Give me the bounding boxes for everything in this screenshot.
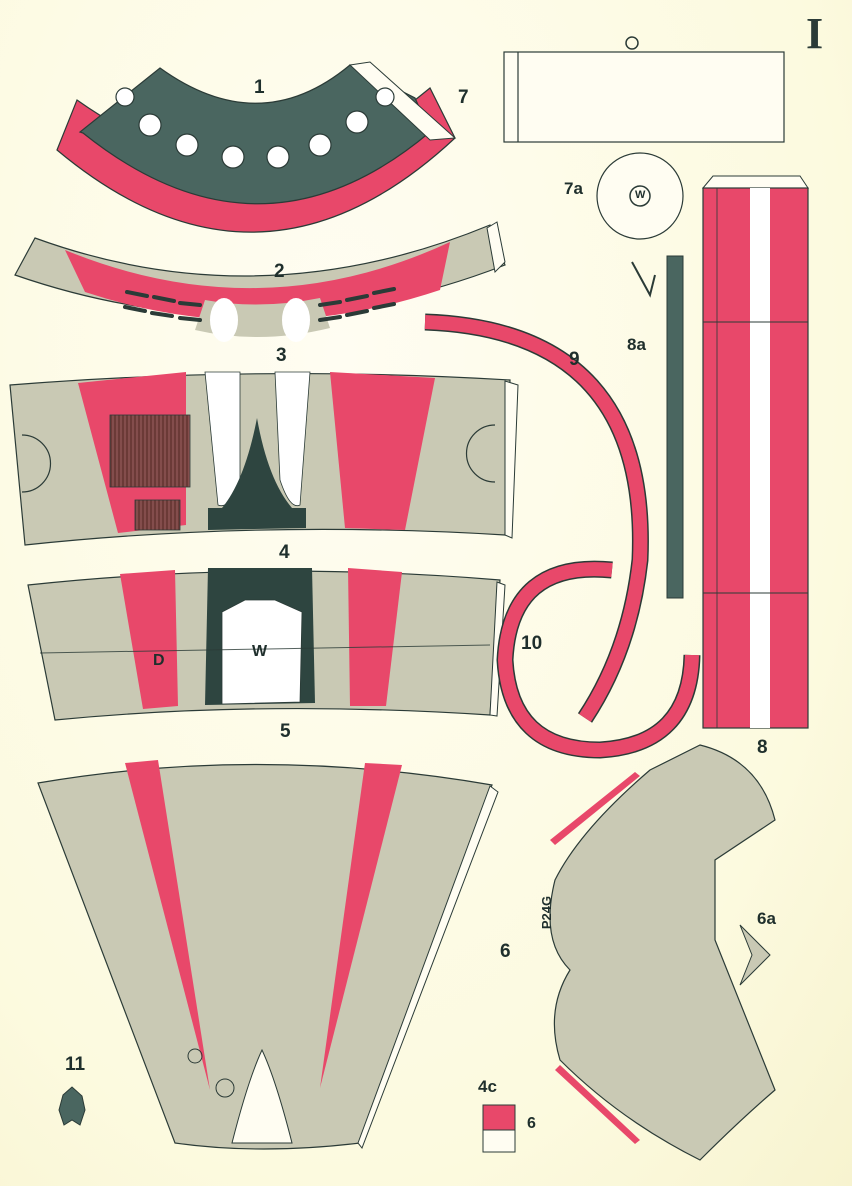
part-6-tail: [549, 744, 776, 1161]
part-label-7: 7: [458, 87, 469, 108]
part-4-fuselage-panel: [27, 568, 506, 721]
part-4-mark-w: W: [252, 643, 268, 660]
sheet-number: I: [806, 9, 824, 58]
part-5-wing-fan: [37, 760, 499, 1150]
part-7-rectangle: [503, 36, 785, 143]
part-1-cowling-ring: [56, 61, 457, 233]
part-10-arc: [496, 560, 701, 759]
part-9-arc: [424, 313, 649, 723]
part-6-registration: P24G: [539, 895, 555, 930]
part-8a-bar: [631, 255, 684, 599]
part-label-1: 1: [254, 77, 265, 98]
part-label-4c: 4c: [478, 1077, 497, 1096]
part-label-6a: 6a: [757, 909, 776, 928]
part-label-5: 5: [280, 721, 291, 742]
part-7a-disc: [596, 152, 684, 240]
part-11-shape: [58, 1086, 86, 1126]
part-label-8: 8: [757, 737, 768, 758]
part-3-fuselage-panel: [9, 371, 519, 546]
part-4c-symbol: 6: [527, 1115, 536, 1132]
part-label-10: 10: [521, 633, 543, 654]
part-label-7a: 7a: [564, 179, 583, 198]
part-2-band: [14, 221, 506, 342]
part-8-strip: [701, 175, 809, 729]
part-label-9: 9: [569, 349, 580, 370]
part-7a-mark-w: W: [635, 189, 646, 201]
part-label-3: 3: [276, 345, 287, 366]
part-4-mark-d: D: [153, 652, 165, 669]
part-label-2: 2: [274, 261, 285, 282]
part-label-4: 4: [279, 542, 290, 563]
part-label-6: 6: [500, 941, 511, 962]
part-label-8a: 8a: [627, 335, 646, 354]
part-4c-swatch: [482, 1104, 516, 1153]
part-label-11: 11: [65, 1054, 86, 1075]
